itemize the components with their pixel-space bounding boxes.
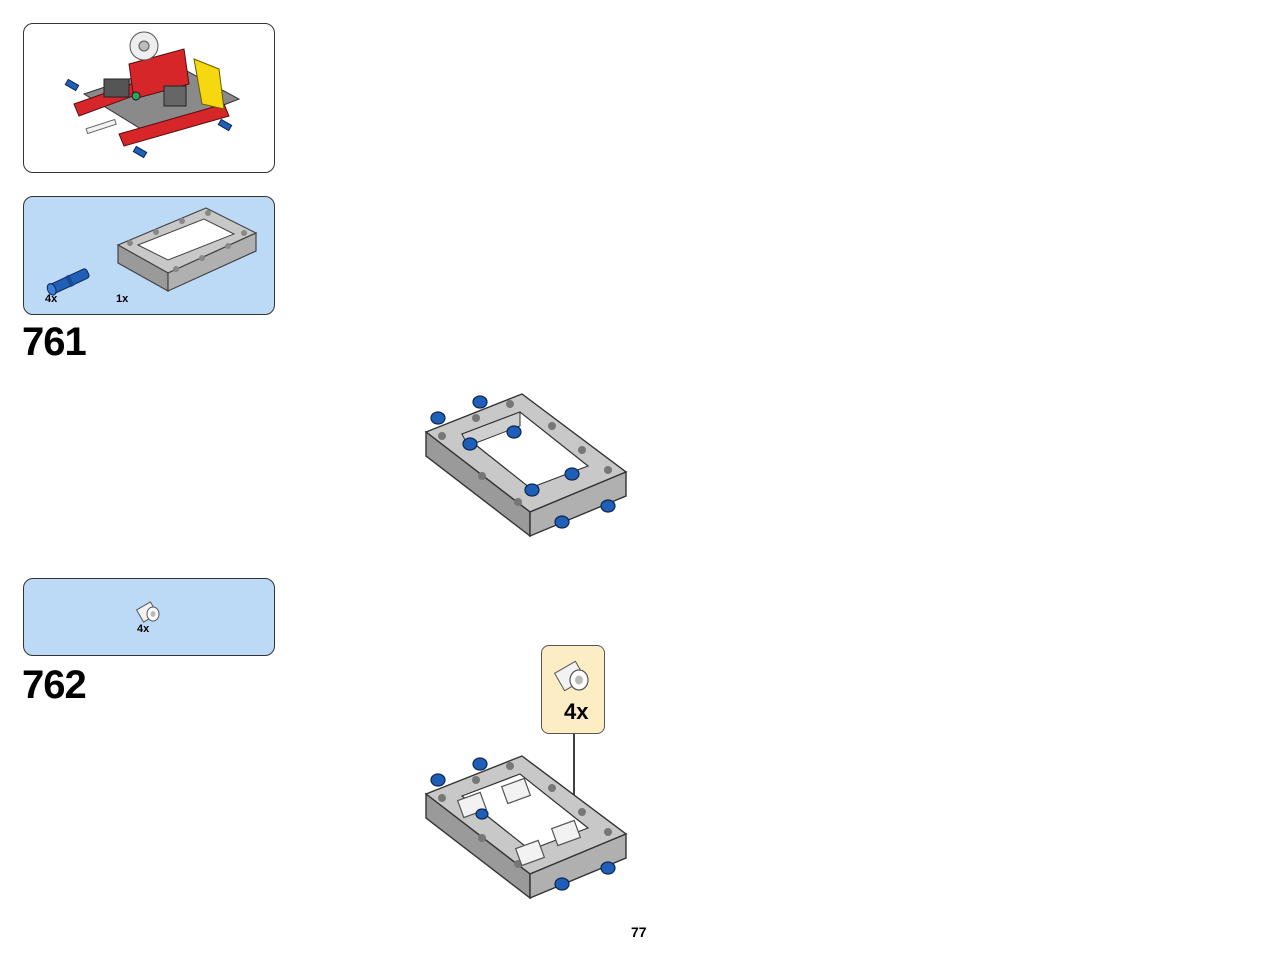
- grey-frame-qty: 1x: [116, 293, 129, 305]
- step-number-761: 761: [22, 320, 87, 364]
- blue-pin-qty: 4x: [45, 293, 58, 305]
- white-bush-qty: 4x: [137, 623, 150, 635]
- submodel-preview-panel: [23, 23, 275, 173]
- callout-bush-image: [553, 660, 589, 692]
- white-bush-part-image: [135, 601, 160, 623]
- blue-pin-part-image: [46, 268, 90, 296]
- step-762-assembly-image: [424, 755, 628, 900]
- step-762-parts-panel: 4x: [23, 578, 275, 656]
- step-761-parts-panel: 4x 1x: [23, 196, 275, 315]
- step-number-762: 762: [22, 663, 87, 707]
- page-number: 77: [631, 924, 647, 940]
- submodel-preview-image: [64, 31, 241, 159]
- callout-qty: 4x: [564, 699, 589, 724]
- step-761-assembly-image: [424, 393, 628, 538]
- grey-frame-part-image: [116, 207, 258, 293]
- step-762-callout: 4x: [541, 645, 605, 734]
